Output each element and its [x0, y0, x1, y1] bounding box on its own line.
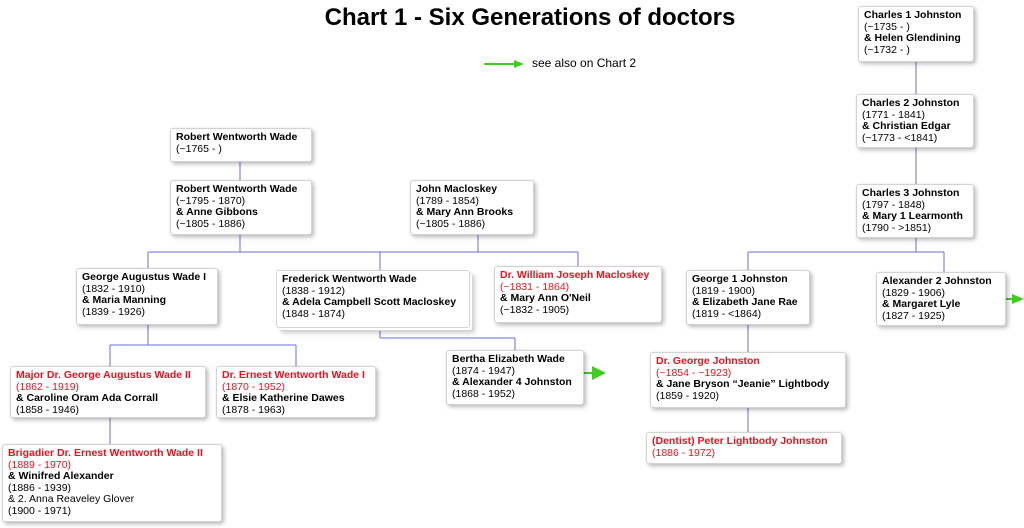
spouse-dates: (1819 - <1864): [692, 307, 762, 320]
spouse-name: & Christian Edgar: [862, 120, 951, 133]
person-name: Brigadier Dr. Ernest Wentworth Wade II: [8, 447, 203, 459]
person-name: George Augustus Wade I: [82, 271, 207, 283]
person-name: Dr. William Joseph Macloskey: [500, 269, 650, 281]
person-name: Bertha Elizabeth Wade: [452, 353, 565, 365]
person-box-george-1-johnston[interactable]: George 1 Johnston (1819 - 1900) & Elizab…: [686, 270, 810, 325]
person-name: Frederick Wentworth Wade: [282, 273, 417, 285]
person-name: Dr. Ernest Wentworth Wade I: [222, 369, 365, 381]
spouse-dates: (~1732 - ): [864, 43, 910, 56]
person-dates: (1797 - 1848): [862, 198, 926, 211]
person-dates: (~1831 - 1864): [500, 280, 570, 293]
spouse-name: & Margaret Lyle: [882, 298, 961, 311]
spouse-dates: (~1805 - 1886): [176, 217, 246, 230]
person-box-charles-2-johnston[interactable]: Charles 2 Johnston (1771 - 1841) & Chris…: [856, 94, 974, 148]
person-name: Charles 2 Johnston: [862, 97, 960, 109]
spouse-name: & Winifred Alexander: [8, 470, 114, 483]
spouse-name: & Caroline Oram Ada Corrall: [16, 392, 158, 405]
spouse-name: & Elizabeth Jane Rae: [692, 296, 798, 309]
spouse-name: & Helen Glendining: [864, 32, 961, 45]
person-name: Alexander 2 Johnston: [882, 275, 992, 287]
spouse-dates: (1848 - 1874): [282, 307, 346, 320]
person-box-john-macloskey[interactable]: John Macloskey (1789 - 1854) & Mary Ann …: [410, 180, 534, 235]
spouse-dates: (1868 - 1952): [452, 387, 516, 400]
person-dates: (1889 - 1970): [8, 458, 72, 471]
person-box-frederick-wentworth-wade[interactable]: Frederick Wentworth Wade (1838 - 1912) &…: [276, 270, 470, 328]
person-box-major-george-augustus-wade-2[interactable]: Major Dr. George Augustus Wade II (1862 …: [10, 366, 206, 418]
spouse-dates: (1859 - 1920): [656, 389, 720, 402]
person-name: George 1 Johnston: [692, 273, 788, 285]
person-dates: (1771 - 1841): [862, 108, 926, 121]
person-dates: (1874 - 1947): [452, 364, 516, 377]
person-name: Charles 1 Johnston: [864, 9, 962, 21]
person-name: Robert Wentworth Wade: [176, 131, 298, 143]
person-box-ernest-wentworth-wade-1[interactable]: Dr. Ernest Wentworth Wade I (1870 - 1952…: [216, 366, 376, 418]
person-dates: (1870 - 1952): [222, 380, 286, 393]
spouse-dates: (1886 - 1939): [8, 481, 72, 494]
spouse-dates: (1878 - 1963): [222, 403, 286, 416]
person-box-bertha-elizabeth-wade[interactable]: Bertha Elizabeth Wade (1874 - 1947) & Al…: [446, 350, 584, 405]
person-name: John Macloskey: [416, 183, 498, 195]
spouse-dates: (~1773 - <1841): [862, 131, 938, 144]
person-box-william-joseph-macloskey[interactable]: Dr. William Joseph Macloskey (~1831 - 18…: [494, 266, 662, 323]
person-name: Dr. George Johnston: [656, 355, 760, 367]
person-dates: (1886 - 1972): [652, 446, 716, 459]
spouse-name: & Jane Bryson “Jeanie” Lightbody: [656, 378, 830, 391]
person-box-brigadier-ernest-wentworth-wade-2[interactable]: Brigadier Dr. Ernest Wentworth Wade II (…: [2, 444, 222, 522]
spouse-dates: (1839 - 1926): [82, 305, 146, 318]
spouse-dates: (~1832 - 1905): [500, 303, 570, 316]
page-title: Chart 1 - Six Generations of doctors: [324, 4, 736, 31]
person-dates: (1832 - 1910): [82, 282, 146, 295]
person-box-charles-1-johnston[interactable]: Charles 1 Johnston (~1735 - ) & Helen Gl…: [858, 6, 974, 62]
spouse-name: & Elsie Katherine Dawes: [222, 392, 345, 405]
spouse-name: & Adela Campbell Scott Macloskey: [282, 296, 457, 309]
spouse-name: & Mary Ann O'Neil: [500, 292, 591, 305]
person-name: Major Dr. George Augustus Wade II: [16, 369, 191, 381]
person-dates: (1829 - 1906): [882, 286, 946, 299]
spouse-name: & Maria Manning: [82, 294, 167, 307]
person-box-charles-3-johnston[interactable]: Charles 3 Johnston (1797 - 1848) & Mary …: [856, 184, 974, 238]
person-name: (Dentist) Peter Lightbody Johnston: [652, 435, 828, 447]
spouse-dates: (~1805 - 1886): [416, 217, 486, 230]
person-box-robert-wentworth-wade-2[interactable]: Robert Wentworth Wade (~1795 - 1870) & A…: [170, 180, 312, 235]
person-box-george-augustus-wade-1[interactable]: George Augustus Wade I (1832 - 1910) & M…: [76, 268, 218, 325]
person-box-robert-wentworth-wade-1[interactable]: Robert Wentworth Wade (~1765 - ): [170, 128, 312, 162]
person-name: Robert Wentworth Wade: [176, 183, 298, 195]
spouse-dates: (1827 - 1925): [882, 309, 946, 322]
spouse-name: & Anne Gibbons: [176, 206, 258, 219]
spouse-dates: (1858 - 1946): [16, 403, 80, 416]
person-dates: (~1765 - ): [176, 142, 222, 155]
spouse-name: & Mary Ann Brooks: [416, 206, 514, 219]
green-arrow-icon: [484, 60, 524, 68]
person-name: Charles 3 Johnston: [862, 187, 960, 199]
spouse-dates: (1790 - >1851): [862, 221, 932, 234]
person-box-peter-lightbody-johnston[interactable]: (Dentist) Peter Lightbody Johnston (1886…: [646, 432, 842, 464]
spouse-name: & Mary 1 Learmonth: [862, 210, 963, 223]
person-dates: (~1735 - ): [864, 20, 910, 33]
person-box-alexander-2-johnston[interactable]: Alexander 2 Johnston (1829 - 1906) & Mar…: [876, 272, 1006, 326]
person-dates: (~1795 - 1870): [176, 194, 246, 207]
person-box-george-johnston[interactable]: Dr. George Johnston (~1854 - ~1923) & Ja…: [650, 352, 846, 408]
person-dates: (1819 - 1900): [692, 284, 756, 297]
spouse-name: & Alexander 4 Johnston: [452, 376, 572, 389]
person-dates: (1789 - 1854): [416, 194, 480, 207]
second-spouse-name: & 2. Anna Reaveley Glover: [8, 493, 135, 506]
person-dates: (1862 - 1919): [16, 380, 80, 393]
legend-label: see also on Chart 2: [532, 56, 637, 70]
person-dates: (1838 - 1912): [282, 284, 346, 297]
person-dates: (~1854 - ~1923): [656, 366, 732, 379]
second-spouse-dates: (1900 - 1971): [8, 504, 72, 517]
